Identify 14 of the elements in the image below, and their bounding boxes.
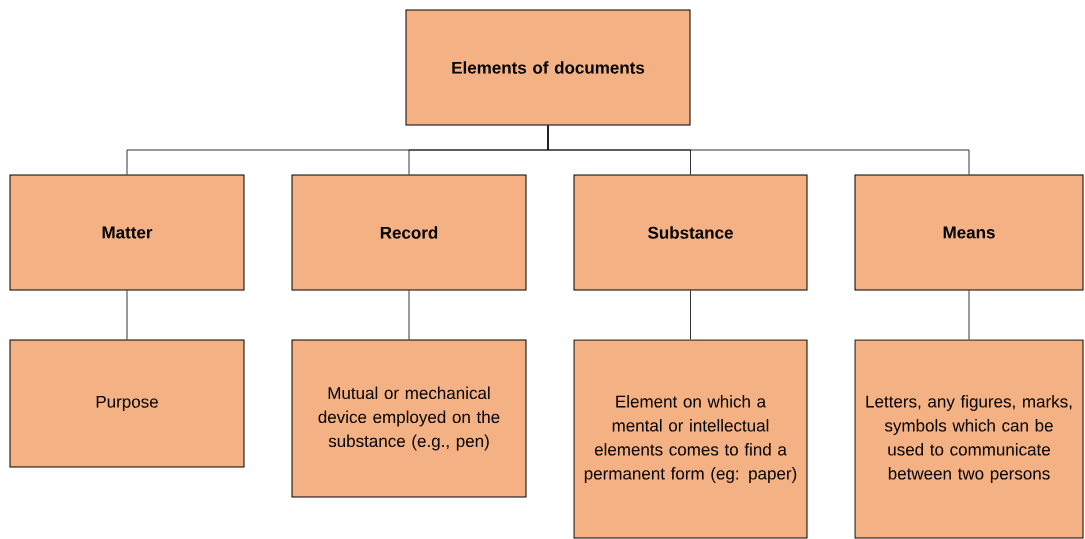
description-box: Letters, any figures, marks, symbols which can be used to communicate between two persons (854, 339, 1084, 539)
connector-line (547, 125, 970, 175)
title-box: Elements of documents (405, 9, 691, 126)
description-box: Mutual or mechanical device employed on the substance (e.g., pen) (291, 339, 527, 498)
category-box: Record (291, 174, 527, 291)
category-box: Matter (9, 174, 245, 291)
category-box: Substance (573, 174, 808, 291)
connector-line (968, 290, 970, 340)
category-box: Means (854, 174, 1084, 291)
description-box: Purpose (9, 339, 245, 468)
connector-line (690, 290, 691, 340)
connector-line (408, 290, 410, 340)
connector-line (126, 290, 128, 340)
description-box: Element on which a mental or intellectual elements comes to find a permanent form (eg: paper) (573, 339, 808, 539)
